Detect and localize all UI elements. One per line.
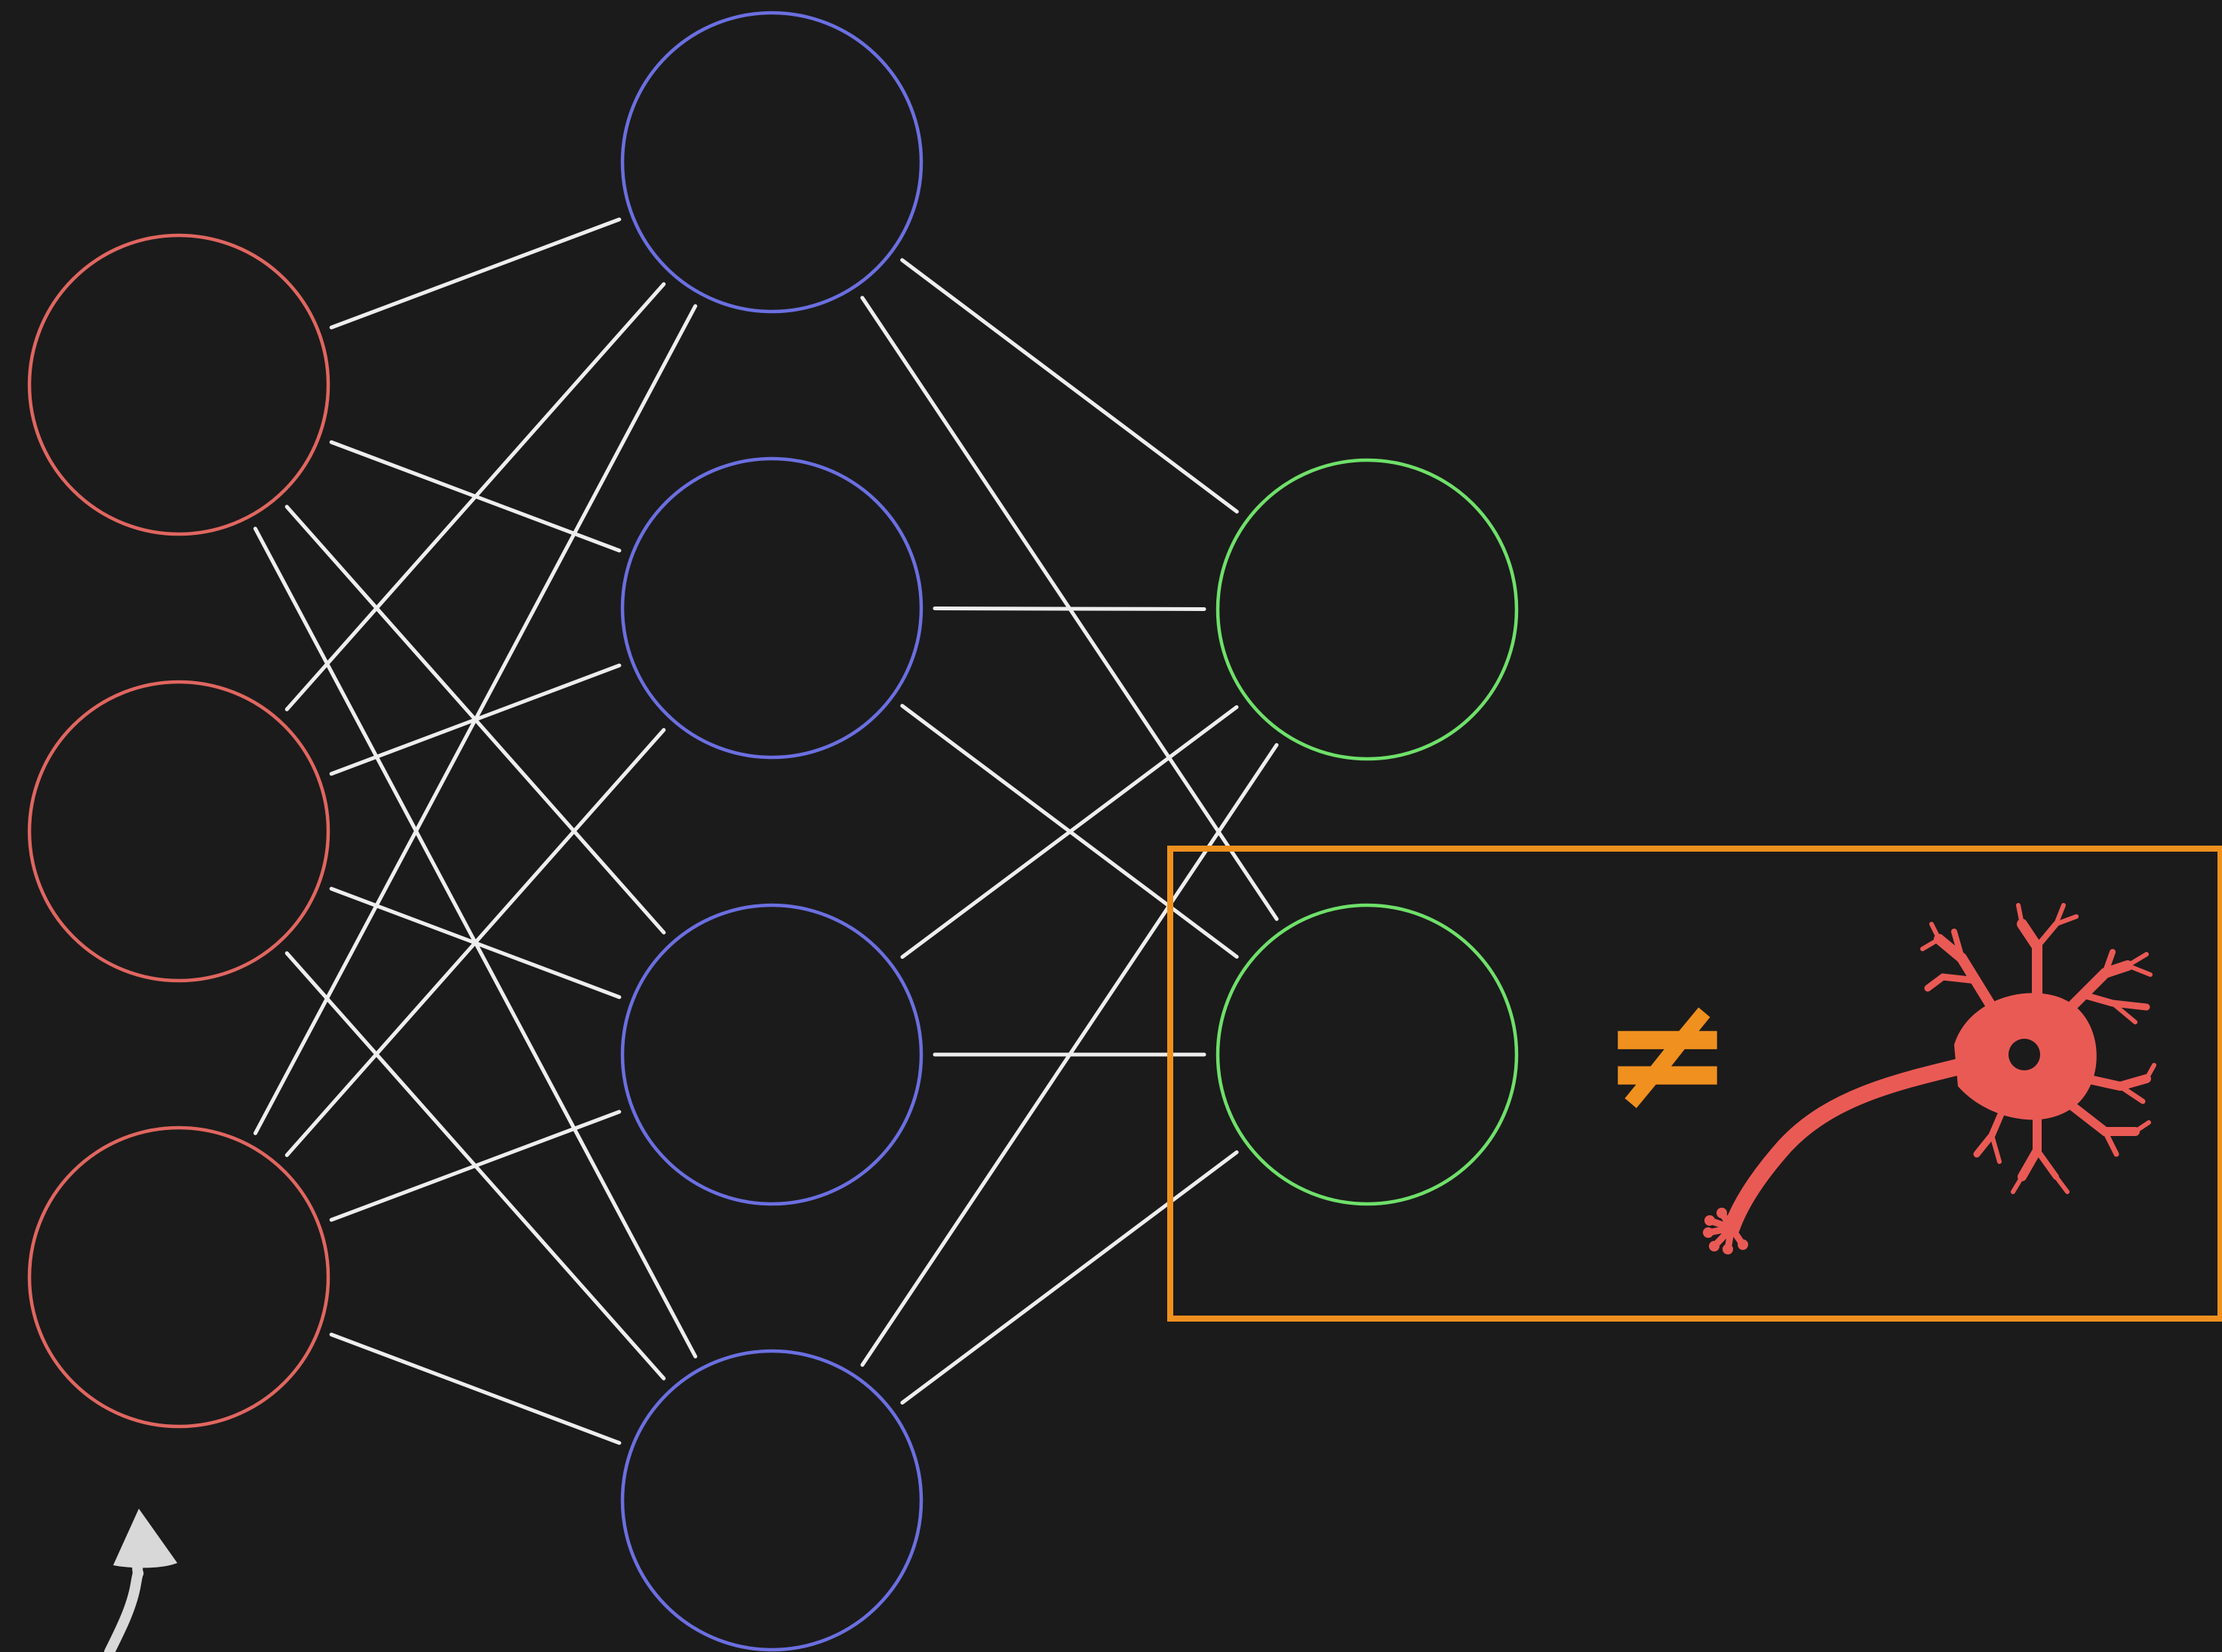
input-neuron-3 [27,1125,330,1429]
connection-input2-hidden1 [284,282,666,711]
output-neuron-1 [1215,458,1519,761]
output-neuron-2 [1215,903,1519,1206]
connection-hidden3-output1 [900,705,1239,960]
connections [253,217,1279,1445]
hidden-neuron-2 [620,456,924,760]
hidden-neuron-1 [620,11,924,314]
connection-input3-hidden4 [329,1332,622,1445]
connection-input1-hidden1 [329,217,622,330]
input-neuron-1 [27,233,330,536]
connection-hidden4-output2 [900,1150,1239,1405]
input-neuron-2 [27,680,330,983]
connection-input3-hidden1 [253,304,698,1135]
hidden-neuron-4 [620,1349,924,1652]
connection-hidden2-output1 [933,606,1206,611]
connection-input3-hidden2 [284,728,666,1157]
connection-input3-hidden3 [329,1110,622,1222]
nodes [27,11,1519,1652]
connection-hidden4-output1 [860,743,1279,1367]
not-equal-symbol: ≠ [1601,960,1734,1145]
highlight-box [1167,846,2222,1322]
biological-neuron-icon [1703,903,2156,1254]
connection-hidden1-output1 [900,258,1239,514]
hidden-neuron-3 [620,903,924,1206]
arrow-up-icon [104,1509,177,1652]
